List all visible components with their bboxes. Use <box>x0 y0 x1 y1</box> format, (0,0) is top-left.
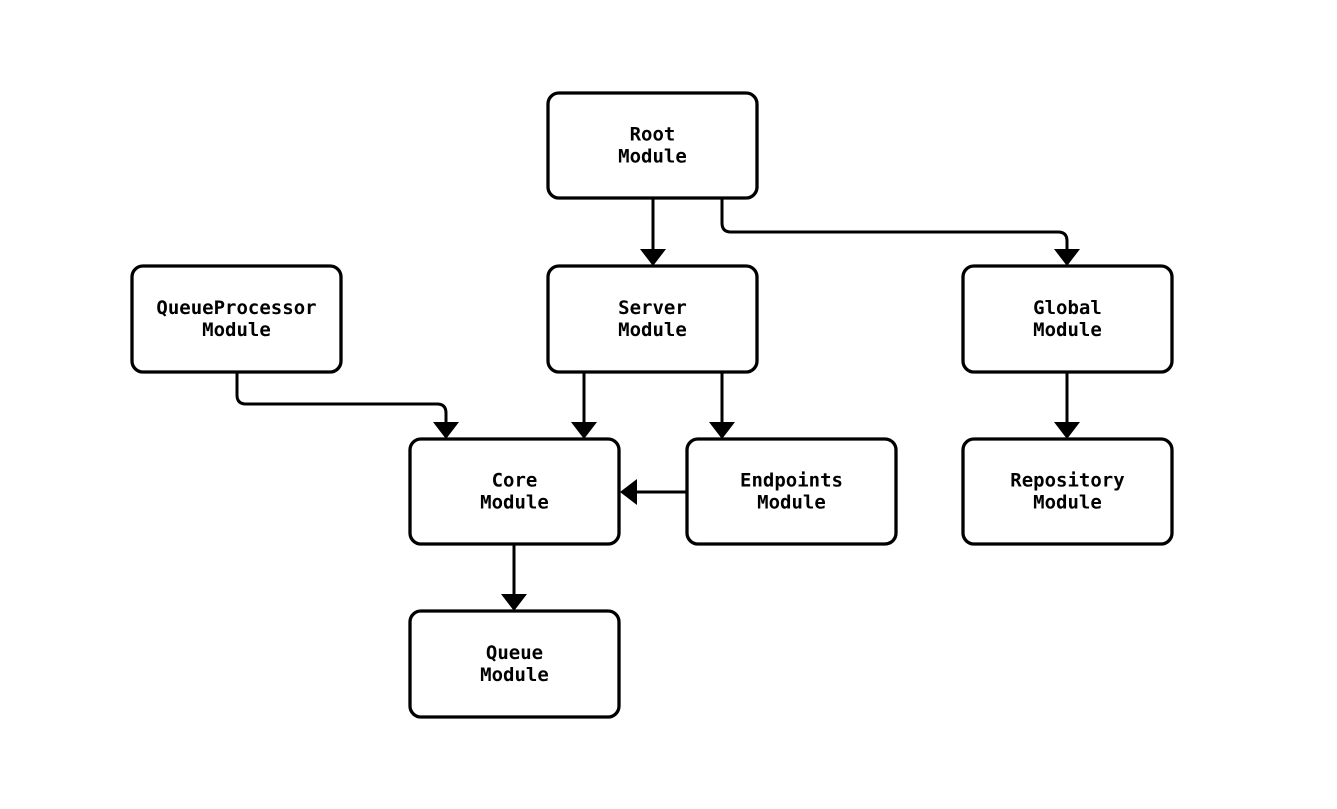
arrowhead-icon <box>501 594 527 611</box>
edge-global-to-repository <box>1054 372 1080 439</box>
edge-line <box>235 372 448 424</box>
edges-layer <box>235 198 1080 611</box>
edge-queueprocessor-to-core <box>235 372 459 439</box>
node-label-line: QueueProcessor <box>156 297 316 319</box>
edge-endpoints-to-core <box>620 479 687 505</box>
arrowhead-icon <box>1054 249 1080 266</box>
arrowhead-icon <box>433 422 459 439</box>
node-label-line: Queue <box>486 642 543 664</box>
node-label-line: Repository <box>1010 470 1124 492</box>
node-label-line: Module <box>480 664 549 686</box>
node-box <box>961 437 1174 546</box>
edge-server-to-endpoints <box>709 372 735 439</box>
node-label-line: Server <box>618 297 687 319</box>
arrowhead-icon <box>640 249 666 266</box>
arrowhead-icon <box>620 479 637 505</box>
node-box <box>130 264 343 374</box>
arrowhead-icon <box>571 422 597 439</box>
node-label-line: Root <box>630 124 676 146</box>
edge-root-to-server <box>640 198 666 266</box>
node-label-line: Global <box>1033 297 1102 319</box>
node-box <box>408 437 621 546</box>
node-label-line: Endpoints <box>740 470 843 492</box>
edge-root-to-global <box>720 198 1080 266</box>
node-label-line: Module <box>480 492 549 514</box>
node-label-line: Module <box>618 319 687 341</box>
node-label-line: Module <box>1033 492 1102 514</box>
edge-line <box>720 198 1069 251</box>
edge-server-to-core <box>571 372 597 439</box>
node-label-line: Module <box>1033 319 1102 341</box>
node-label-line: Module <box>757 492 826 514</box>
node-box <box>546 264 759 374</box>
node-box <box>961 264 1174 374</box>
node-label-line: Module <box>202 319 271 341</box>
node-box <box>685 437 898 546</box>
node-box <box>546 91 759 200</box>
node-box <box>408 609 621 719</box>
arrowhead-icon <box>709 422 735 439</box>
node-label-line: Core <box>492 470 538 492</box>
arrowhead-icon <box>1054 422 1080 439</box>
node-label-line: Module <box>618 146 687 168</box>
edge-core-to-queue <box>501 544 527 611</box>
